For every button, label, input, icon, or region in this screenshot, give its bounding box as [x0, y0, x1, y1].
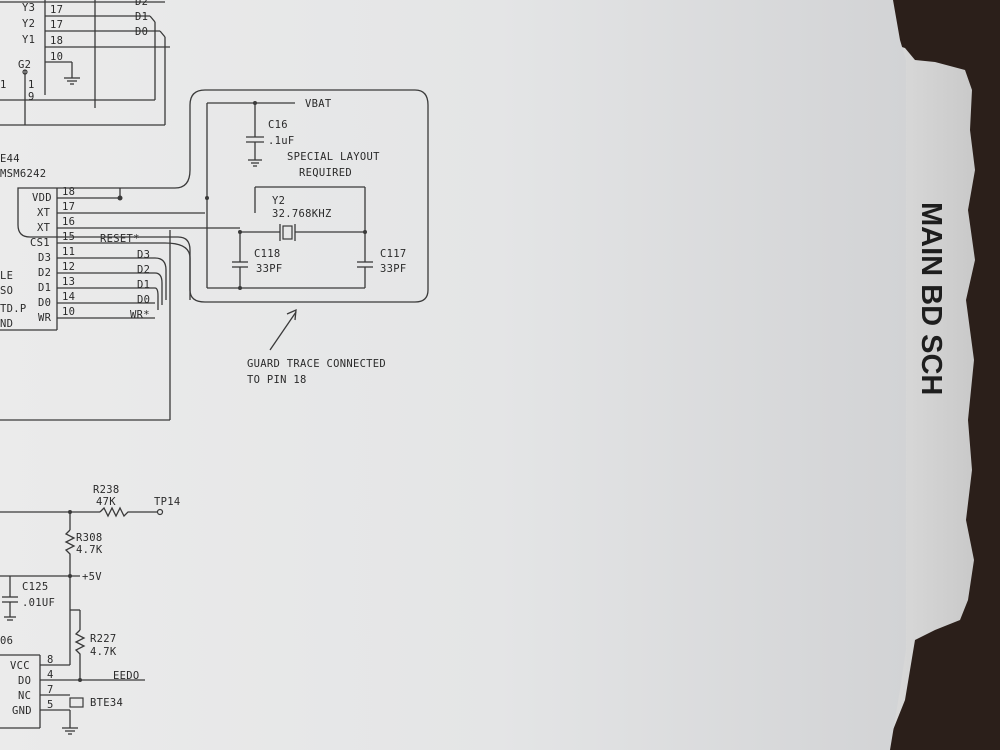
chip2-sig-vcc: VCC [10, 660, 30, 672]
net-wr: WR* [130, 309, 150, 321]
chip2-num-4: 4 [47, 669, 54, 681]
rtc-left-nd: ND [0, 318, 13, 330]
bte34-label: BTE34 [90, 697, 123, 709]
special-layout-note-2: REQUIRED [299, 167, 352, 179]
plus5v-label: +5V [82, 571, 102, 583]
rtc-sig-xt2: XT [37, 222, 51, 234]
pin-num-10: 10 [50, 51, 63, 63]
rtc-part: MSM6242 [0, 168, 46, 180]
net-d2: D2 [137, 264, 150, 276]
g2-label: G2 [18, 59, 31, 71]
rtc-sig-xt1: XT [37, 207, 51, 219]
rtc-num-11: 11 [62, 246, 75, 258]
c16-value: .1uF [268, 135, 295, 147]
chip2-sig-nc: NC [18, 690, 31, 702]
y2-ref: Y2 [272, 195, 285, 207]
chip2-num-8: 8 [47, 654, 54, 666]
c117-value: 33PF [380, 263, 407, 275]
rtc-sig-d1: D1 [38, 282, 51, 294]
pin-num-17b: 17 [50, 19, 63, 31]
c117-ref: C117 [380, 248, 407, 260]
r227-value: 4.7K [90, 646, 117, 658]
rtc-ref: E44 [0, 153, 20, 165]
chip2-sig-gnd: GND [12, 705, 32, 717]
pin-num-17a: 17 [50, 4, 63, 16]
rtc-num-14: 14 [62, 291, 75, 303]
rtc-left-so: SO [0, 285, 13, 297]
chip2-num-7: 7 [47, 684, 54, 696]
pin-sig-y1: Y1 [22, 34, 35, 46]
tab-label: MAIN BD SCH [915, 202, 947, 395]
rtc-num-17: 17 [62, 201, 75, 213]
rtc-sig-d3: D3 [38, 252, 51, 264]
net-d1: D1 [137, 279, 150, 291]
r308-value: 4.7K [76, 544, 103, 556]
chip2-sig-do: DO [18, 675, 31, 687]
chip2-ref: 06 [0, 635, 13, 647]
pin-sig-y2: Y2 [22, 18, 35, 30]
guard-note-1: GUARD TRACE CONNECTED [247, 358, 386, 370]
rtc-num-12: 12 [62, 261, 75, 273]
net-d0-top: D0 [135, 26, 148, 38]
g2-pin1: 1 [28, 79, 35, 91]
c125-ref: C125 [22, 581, 49, 593]
rtc-num-18: 18 [62, 186, 75, 198]
net-eedo: EEDO [113, 670, 140, 682]
rtc-num-13: 13 [62, 276, 75, 288]
rtc-sig-d0: D0 [38, 297, 51, 309]
net-d1-top: D1 [135, 11, 148, 23]
r308-ref: R308 [76, 532, 103, 544]
vbat-label: VBAT [305, 98, 332, 110]
r238-value: 47K [96, 496, 116, 508]
r238-ref: R238 [93, 484, 120, 496]
paper-sheet [0, 0, 906, 750]
pin-num-18: 18 [50, 35, 63, 47]
tp14-label: TP14 [154, 496, 181, 508]
pin-sig-y3: Y3 [22, 2, 35, 14]
rtc-sig-vdd: VDD [32, 192, 52, 204]
g2-pin9: 9 [28, 91, 35, 103]
r227-ref: R227 [90, 633, 117, 645]
net-reset: RESET* [100, 233, 140, 245]
rtc-sig-wr: WR [38, 312, 52, 324]
net-d0: D0 [137, 294, 150, 306]
rtc-num-10: 10 [62, 306, 75, 318]
schematic-drawing: Y3 17 D2 Y2 17 D1 Y1 18 D0 10 G2 1 9 1 E… [0, 0, 429, 735]
guard-note-2: TO PIN 18 [247, 374, 307, 386]
rtc-sig-cs1: CS1 [30, 237, 50, 249]
chip2-num-5: 5 [47, 699, 54, 711]
net-d3: D3 [137, 249, 150, 261]
y2-value: 32.768KHZ [272, 208, 332, 220]
c125-value: .01UF [22, 597, 55, 609]
rtc-left-le: LE [0, 270, 13, 282]
c118-ref: C118 [254, 248, 281, 260]
c16-ref: C16 [268, 119, 288, 131]
net-d2-top: D2 [135, 0, 148, 8]
special-layout-note-1: SPECIAL LAYOUT [287, 151, 380, 163]
rtc-num-16: 16 [62, 216, 75, 228]
c118-value: 33PF [256, 263, 283, 275]
left-pin1: 1 [0, 79, 7, 91]
rtc-sig-d2: D2 [38, 267, 51, 279]
rtc-left-tdp: TD.P [0, 303, 27, 315]
